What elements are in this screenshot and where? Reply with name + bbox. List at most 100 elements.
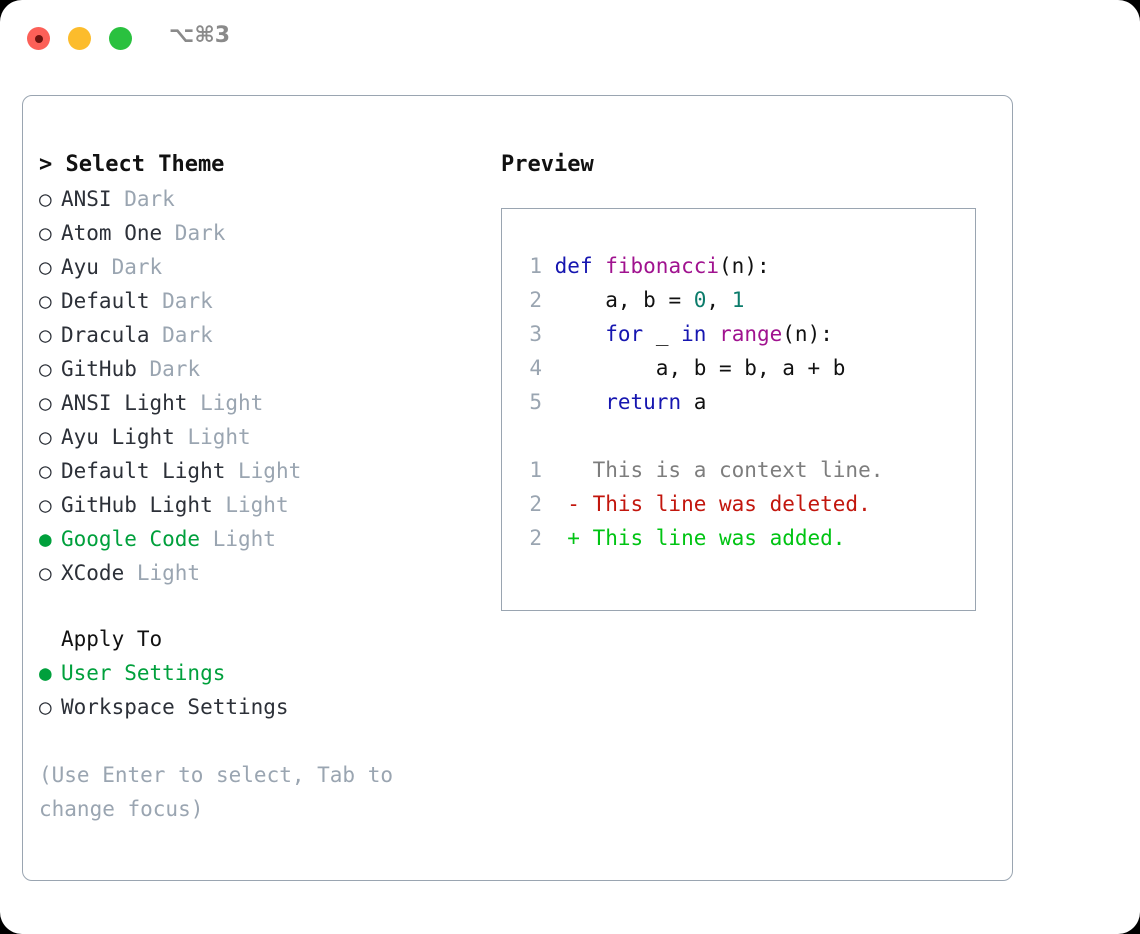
theme-list-item[interactable]: ○ XCode Light — [39, 556, 499, 590]
code-token: range — [719, 322, 783, 346]
theme-list-item[interactable]: ○Default Light Light — [39, 454, 499, 488]
code-token: (n): — [782, 322, 833, 346]
theme-name: ANSI Light — [61, 391, 201, 415]
code-token: def — [554, 254, 606, 278]
radio-unselected-icon: ○ — [39, 695, 52, 719]
theme-category: Dark — [124, 187, 175, 211]
apply-to-section: Apply To ●User Settings ○ Workspace Settin… — [39, 622, 499, 724]
apply-header-spacer — [39, 622, 61, 656]
theme-category: Light — [212, 527, 276, 551]
theme-name: XCode — [61, 561, 137, 585]
code-token: return — [605, 390, 682, 414]
diff-line-text: This is a context line. — [542, 458, 884, 482]
line-number: 2 — [529, 526, 542, 550]
code-line: 2 a, b = 0, 1 — [516, 283, 969, 317]
diff-line: 1 This is a context line. — [516, 453, 969, 487]
theme-list-item[interactable]: ○ Atom One Dark — [39, 216, 499, 250]
theme-name: Ayu Light — [61, 425, 188, 449]
code-token — [555, 322, 606, 346]
radio-unselected-icon: ○ — [39, 493, 52, 517]
theme-name: Google Code — [61, 527, 213, 551]
radio-unselected-icon: ○ — [39, 289, 52, 313]
theme-name: Ayu — [61, 255, 112, 279]
select-theme-header: > Select Theme — [39, 152, 225, 177]
radio-unselected-icon: ○ — [39, 425, 52, 449]
theme-category: Dark — [162, 323, 213, 347]
theme-category: Dark — [149, 357, 201, 381]
theme-category: Light — [225, 493, 289, 517]
theme-list-item[interactable]: ○ Ayu Light Light — [39, 420, 499, 454]
gutter-space — [542, 322, 555, 346]
diff-line: 2 - This line was deleted. — [516, 487, 969, 521]
preview-header: Preview — [501, 152, 594, 177]
keyboard-hint: (Use Enter to select, Tab to change focu… — [39, 763, 406, 821]
line-number: 1 — [529, 254, 542, 278]
theme-name: ANSI — [61, 187, 125, 211]
theme-list-item[interactable]: ○ ANSI Light Light — [39, 386, 499, 420]
code-token: (n): — [719, 254, 770, 278]
gutter-space — [542, 356, 555, 380]
radio-selected-icon: ● — [39, 527, 52, 551]
code-token: a, b = b, a + b — [554, 356, 846, 380]
diff-sample: 1 This is a context line.2 - This line w… — [516, 453, 969, 555]
apply-to-option[interactable]: ●User Settings — [39, 656, 499, 690]
minimize-button[interactable] — [68, 27, 91, 50]
code-token: _ — [643, 322, 682, 346]
theme-name: Dracula — [61, 323, 163, 347]
code-token: for — [605, 322, 644, 346]
code-token: 0 — [693, 288, 707, 312]
code-line: 1 def fibonacci(n): — [516, 249, 969, 283]
radio-unselected-icon: ○ — [39, 357, 52, 381]
theme-category: Dark — [174, 221, 226, 245]
theme-list-item[interactable]: ○Ayu Dark — [39, 250, 499, 284]
gutter-space — [542, 390, 555, 414]
theme-category: Dark — [162, 289, 213, 313]
radio-unselected-icon: ○ — [39, 391, 52, 415]
theme-category: Light — [200, 391, 264, 415]
theme-list-item[interactable]: ● Google Code Light — [39, 522, 499, 556]
maximize-button[interactable] — [109, 27, 132, 50]
theme-category: Light — [136, 561, 201, 585]
theme-name: Atom One — [61, 221, 175, 245]
radio-unselected-icon: ○ — [39, 459, 52, 483]
code-line: 3 for _ in range(n): — [516, 317, 969, 351]
theme-list-column: > Select Theme ○ANSI Dark○Atom One Dark○… — [39, 148, 499, 826]
theme-category: Dark — [111, 255, 163, 279]
theme-list-item[interactable]: ○ ANSI Dark — [39, 182, 499, 216]
theme-name: GitHub — [61, 357, 150, 381]
apply-to-label: Apply To — [61, 627, 163, 651]
code-token: , — [706, 288, 732, 312]
line-number: 5 — [529, 390, 542, 414]
radio-selected-icon: ● — [39, 661, 52, 685]
theme-name: GitHub Light — [61, 493, 226, 517]
radio-unselected-icon: ○ — [39, 561, 52, 585]
apply-to-options[interactable]: ●User Settings ○ Workspace Settings — [39, 656, 499, 724]
code-token — [555, 390, 606, 414]
line-number: 2 — [529, 288, 542, 312]
close-button[interactable] — [27, 27, 50, 50]
theme-name: Default Light — [61, 459, 239, 483]
theme-list-item[interactable]: ○ Dracula Dark — [39, 318, 499, 352]
apply-to-option[interactable]: ○ Workspace Settings — [39, 690, 499, 724]
line-number: 1 — [529, 458, 542, 482]
code-token: a, b = — [554, 288, 694, 312]
preview-column: Preview 1 def fibonacci(n):2 a, b = 0, 1… — [501, 148, 1001, 611]
radio-unselected-icon: ○ — [39, 187, 52, 211]
theme-list[interactable]: ○ANSI Dark○Atom One Dark○Ayu Dark○Defaul… — [39, 182, 499, 590]
radio-unselected-icon: ○ — [39, 323, 52, 347]
radio-unselected-icon: ○ — [39, 221, 52, 245]
theme-category: Light — [187, 425, 251, 449]
line-number: 4 — [529, 356, 542, 380]
apply-to-option-label: Workspace Settings — [61, 695, 289, 719]
theme-list-item[interactable]: ○ Default Dark — [39, 284, 499, 318]
theme-list-item[interactable]: ○ GitHub Dark — [39, 352, 499, 386]
diff-line-text: - This line was deleted. — [542, 492, 871, 516]
theme-list-item[interactable]: ○ GitHub Light Light — [39, 488, 499, 522]
code-token: fibonacci — [605, 254, 720, 278]
apply-to-header: Apply To — [39, 622, 499, 656]
diff-line-text: + This line was added. — [542, 526, 846, 550]
code-line: 5 return a — [516, 385, 969, 419]
theme-name: Default — [61, 289, 163, 313]
